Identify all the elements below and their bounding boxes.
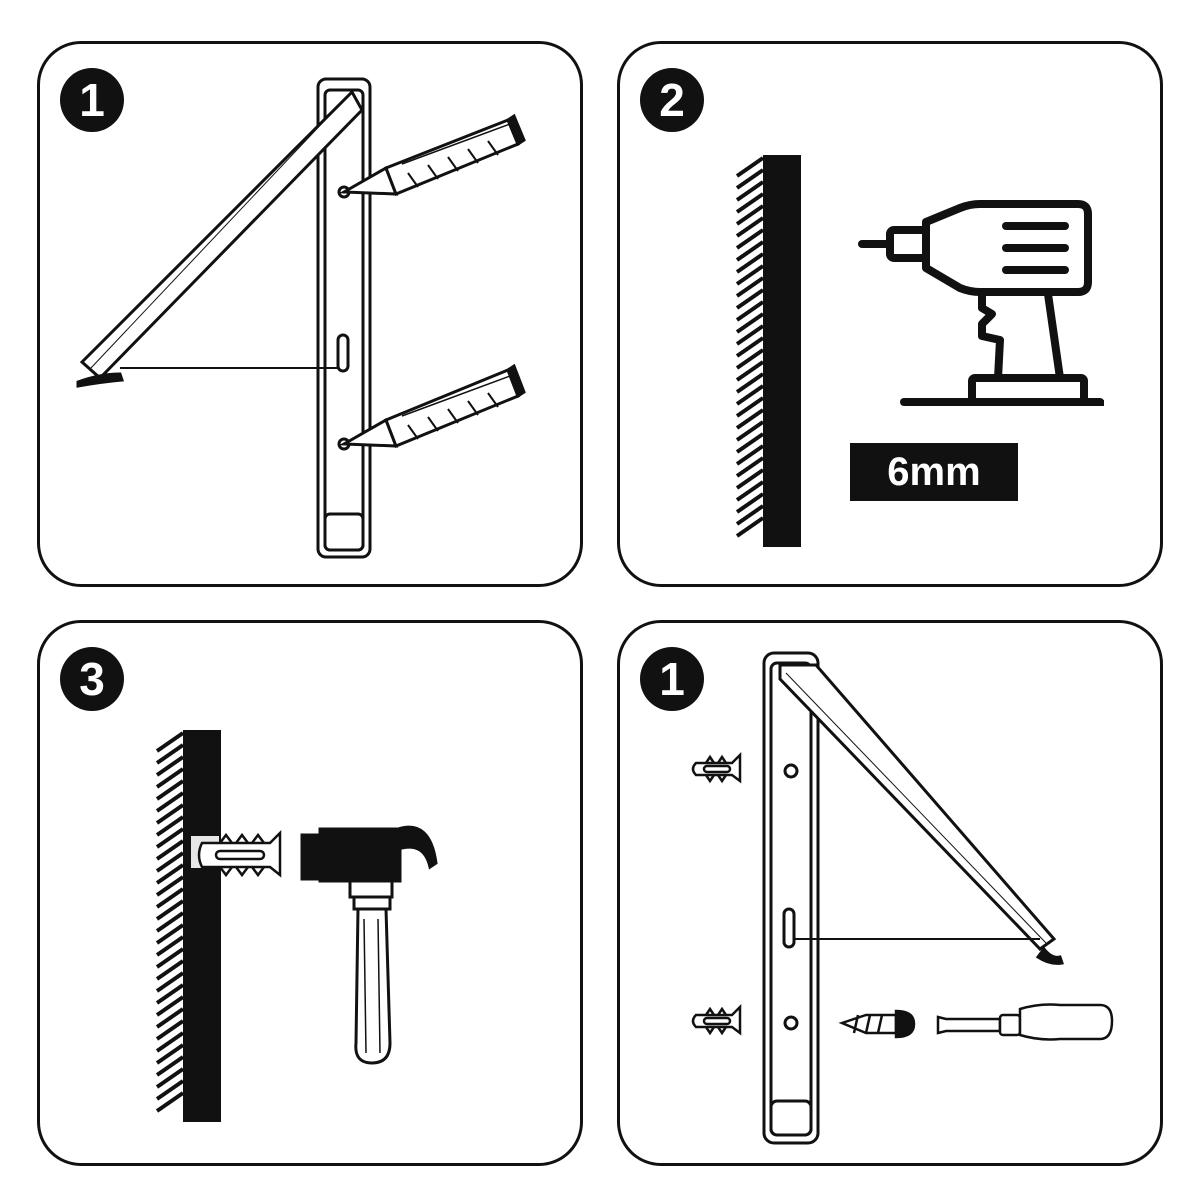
step-number-badge: 1 — [640, 647, 704, 711]
screwdriver-icon — [936, 1003, 1114, 1041]
bracket-icon — [76, 77, 372, 559]
drill-size-label: 6mm — [850, 443, 1018, 501]
step-number-badge: 2 — [640, 68, 704, 132]
step-number-badge: 1 — [60, 68, 124, 132]
step-panel-4: 1 — [617, 620, 1163, 1166]
step-panel-2: 2 6mm — [617, 41, 1163, 587]
mark-holes-illustration — [76, 77, 526, 559]
step-panel-3: 3 — [37, 620, 583, 1166]
step-number-badge: 3 — [60, 647, 124, 711]
wall-plug-icon — [197, 829, 282, 878]
wall-plug-icon — [691, 751, 742, 784]
wall-icon — [155, 730, 221, 1122]
hammer-icon — [300, 825, 438, 1065]
wall-icon — [735, 155, 801, 547]
wall-plug-icon — [691, 1003, 742, 1036]
pencil-icon — [338, 113, 526, 196]
drill-icon — [858, 200, 1104, 406]
step-panel-1: 1 — [37, 41, 583, 587]
screw-icon — [838, 1009, 916, 1039]
drill-hole-illustration — [735, 155, 1104, 547]
mount-bracket-illustration — [691, 651, 1114, 1145]
insert-plug-illustration — [155, 730, 438, 1122]
bracket-icon — [762, 651, 1064, 1145]
pencil-icon — [338, 363, 526, 448]
